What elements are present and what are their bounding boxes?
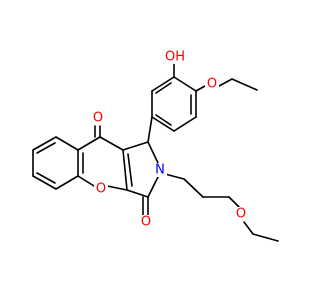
bond xyxy=(77,175,95,187)
bond xyxy=(243,221,254,235)
ether-oxygen-chain-label: O xyxy=(234,207,248,222)
label-background xyxy=(205,77,219,91)
bond xyxy=(122,141,149,151)
bond xyxy=(106,185,128,191)
label-background xyxy=(164,50,186,64)
bond xyxy=(32,175,57,190)
label-background xyxy=(153,163,167,177)
label-background xyxy=(234,207,248,221)
bond xyxy=(99,136,124,151)
bond xyxy=(173,76,197,92)
chromene-ring-oxygen: O xyxy=(96,182,106,197)
bond xyxy=(228,196,240,208)
bond xyxy=(126,189,149,198)
bond xyxy=(36,142,56,154)
ether-oxygen-aryl-label: O xyxy=(205,77,219,92)
bond xyxy=(231,78,258,91)
atom-labels: OH O O O O N O xyxy=(91,50,248,230)
bond xyxy=(147,176,159,198)
bond xyxy=(155,82,172,94)
pyrrole-nitrogen: N xyxy=(155,163,165,178)
bond xyxy=(55,175,79,190)
bond xyxy=(252,233,279,242)
bond xyxy=(122,149,128,191)
carbonyl-oxygen-bottom: O xyxy=(141,215,151,230)
ether-oxygen-aryl: O xyxy=(207,77,217,92)
bond xyxy=(77,136,101,151)
ether-oxygen-chain: O xyxy=(236,207,246,222)
bond xyxy=(183,178,204,198)
bond xyxy=(155,114,172,126)
bond xyxy=(195,85,206,92)
bond xyxy=(151,116,175,132)
carbonyl-oxygen-bottom-label: O xyxy=(139,215,153,230)
hydroxyl-oxygen-label: OH xyxy=(164,50,186,65)
hydroxyl-oxygen: OH xyxy=(165,50,185,65)
carbonyl-oxygen-top-label: O xyxy=(91,111,105,126)
carbonyl-oxygen-top: O xyxy=(93,111,103,126)
bond xyxy=(55,136,79,151)
label-background xyxy=(91,111,105,125)
bond xyxy=(32,136,57,151)
bond xyxy=(151,76,175,92)
bonds xyxy=(32,58,279,242)
chromene-ring-oxygen-label: O xyxy=(94,182,108,197)
bond xyxy=(164,173,185,180)
label-background xyxy=(94,182,108,196)
bond xyxy=(127,153,133,187)
bond xyxy=(173,116,197,132)
bond xyxy=(218,78,233,87)
bond xyxy=(147,141,159,164)
label-background xyxy=(139,215,153,229)
chemical-structure: OH O O O O N O xyxy=(32,50,279,242)
bond xyxy=(36,172,56,184)
bond xyxy=(147,116,153,143)
pyrrole-nitrogen-label: N xyxy=(153,163,167,178)
